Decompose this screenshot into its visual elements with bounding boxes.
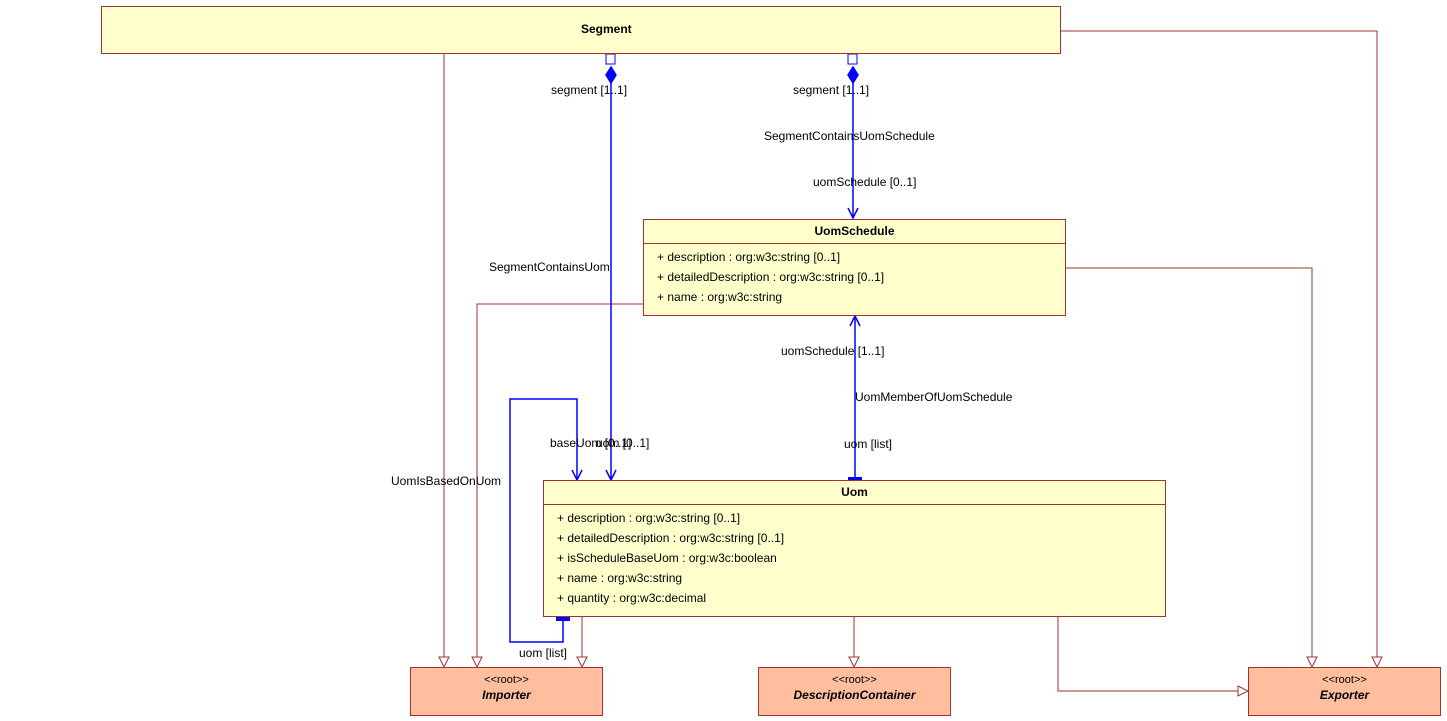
uom-role-overlap-label: uom [0..1] (596, 436, 650, 450)
uom-is-based-on-uom-label: UomIsBasedOnUom (391, 474, 502, 488)
descriptioncontainer-stereotype: <<root>> (832, 674, 877, 686)
uom-list-role-label: uom [list] (844, 437, 893, 451)
uomschedule-role-label-2: uomSchedule [1..1] (781, 344, 885, 358)
segment-role-label-2: segment [1..1] (793, 83, 870, 97)
exporter-root-class[interactable]: <<root>> Exporter (1248, 667, 1441, 716)
generalization-uomschedule-importer (477, 303, 643, 667)
uom-class[interactable]: Uom + description : org:w3c:string [0..1… (543, 480, 1166, 617)
uom-list-role-label-2: uom [list] (519, 646, 568, 660)
importer-root-class[interactable]: <<root>> Importer (410, 667, 603, 716)
association-uom-is-based-on-uom (509, 398, 577, 643)
segment-contains-uom-label: SegmentContainsUom (489, 260, 610, 274)
exporter-name: Exporter (1319, 688, 1370, 702)
base-uom-role-label: baseUom [0..1] (550, 436, 632, 450)
descriptioncontainer-root-class[interactable]: <<root>> DescriptionContainer (758, 667, 951, 716)
uomschedule-attributes: + description : org:w3c:string [0..1] + … (644, 244, 1065, 307)
uomschedule-attr-detailed-description: + detailedDescription : org:w3c:string [… (657, 270, 885, 284)
uom-attr-detailed-description: + detailedDescription : org:w3c:string [… (557, 531, 785, 545)
composition-diamond-uomschedule (847, 65, 859, 85)
importer-stereotype: <<root>> (484, 674, 529, 686)
uom-attr-description: + description : org:w3c:string [0..1] (557, 511, 741, 525)
uom-class-name: Uom (544, 481, 1165, 505)
descriptioncontainer-name: DescriptionContainer (793, 688, 916, 702)
uom-member-of-uomschedule-label: UomMemberOfUomSchedule (855, 390, 1013, 404)
importer-name: Importer (482, 688, 531, 702)
generalization-uom-exporter (1057, 616, 1248, 691)
exporter-stereotype: <<root>> (1322, 674, 1367, 686)
generalization-segment-exporter (1061, 30, 1377, 667)
segment-class-name: Segment (581, 22, 632, 36)
segment-port-1 (605, 53, 616, 65)
composition-diamond-uom (605, 65, 617, 85)
segment-role-label-1: segment [1..1] (551, 83, 628, 97)
uom-attr-name: + name : org:w3c:string (557, 571, 683, 585)
uom-attr-is-schedule-base-uom: + isScheduleBaseUom : org:w3c:boolean (557, 551, 777, 565)
uomschedule-class[interactable]: UomSchedule + description : org:w3c:stri… (643, 219, 1066, 316)
generalization-uomschedule-exporter (1066, 267, 1312, 667)
uom-attr-quantity: + quantity : org:w3c:decimal (557, 591, 707, 605)
uomschedule-attr-description: + description : org:w3c:string [0..1] (657, 250, 841, 264)
segment-class[interactable]: Segment (101, 6, 1061, 54)
uomschedule-attr-name: + name : org:w3c:string (657, 290, 783, 304)
segment-port-2 (847, 53, 858, 65)
uom-attributes: + description : org:w3c:string [0..1] + … (544, 505, 1165, 608)
segment-contains-uomschedule-label: SegmentContainsUomSchedule (764, 129, 935, 143)
uomschedule-role-label: uomSchedule [0..1] (813, 175, 917, 189)
uomschedule-class-name: UomSchedule (644, 220, 1065, 244)
